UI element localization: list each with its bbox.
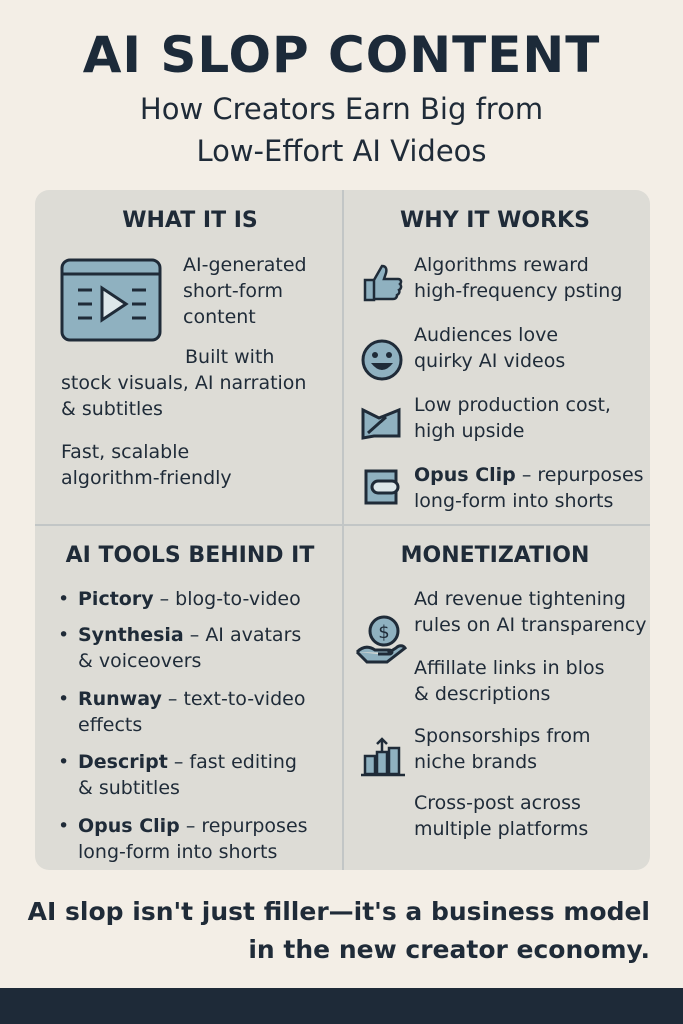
why-heading: WHY IT WORKS: [400, 208, 590, 233]
video-player-icon: [60, 258, 162, 342]
tool-item: Synthesia – AI avatars & voiceovers: [58, 622, 302, 674]
footer-bar: [0, 988, 683, 1024]
why-item: Low production cost, high upside: [414, 394, 611, 442]
tool-desc: – AI avatars: [183, 624, 302, 646]
what-item: AI-generated short-form content: [183, 254, 307, 328]
what-item: stock visuals, AI narration & subtitles: [61, 372, 307, 420]
tool-name: Synthesia: [78, 624, 184, 646]
tool-desc: – repurposes: [179, 815, 308, 837]
what-heading: WHAT IT IS: [122, 208, 258, 233]
tool-name: Opus Clip: [414, 464, 516, 486]
ticket-icon: [361, 407, 401, 440]
tool-name: Opus Clip: [78, 815, 180, 837]
tool-desc: & voiceovers: [78, 650, 202, 672]
monetization-item: Ad revenue tightening rules on AI transp…: [414, 588, 647, 636]
tool-desc: – text-to-video: [161, 688, 306, 710]
tool-item: Pictory – blog-to-video: [58, 586, 301, 612]
subtitle-line-1: How Creators Earn Big from: [139, 92, 544, 126]
tool-name: Runway: [78, 688, 162, 710]
monetization-item: Sponsorships from niche brands: [414, 725, 591, 773]
tool-name: Descript: [78, 751, 168, 773]
closing-line: in the new creator economy.: [248, 935, 650, 964]
smiley-icon: [361, 339, 403, 381]
what-item: Fast, scalable algorithm-friendly: [61, 441, 232, 489]
what-item: Built with: [185, 346, 275, 368]
monetization-item: Cross-post across multiple platforms: [414, 792, 589, 840]
tool-desc: – repurposes: [515, 464, 644, 486]
vertical-divider: [342, 190, 344, 870]
bar-chart-icon: [361, 737, 405, 777]
svg-text:$: $: [378, 622, 389, 643]
page-title: AI SLOP CONTENT: [82, 26, 601, 84]
why-item: Algorithms reward high-frequency psting: [414, 254, 623, 302]
clip-icon: [364, 469, 400, 505]
tool-item: Runway – text-to-video effects: [58, 686, 306, 738]
monetization-heading: MONETIZATION: [400, 543, 590, 568]
tool-desc: long-form into shorts: [78, 841, 278, 863]
subtitle-line-2: Low-Effort AI Videos: [196, 134, 487, 168]
why-item: Audiences love quirky AI videos: [414, 324, 566, 372]
tool-name: Pictory: [78, 588, 154, 610]
closing-line: AI slop isn't just filler—it's a busines…: [27, 897, 650, 926]
horizontal-divider: [35, 524, 650, 526]
tool-item: Descript – fast editing & subtitles: [58, 749, 297, 801]
tool-desc: – blog-to-video: [153, 588, 301, 610]
money-hand-icon: $: [355, 615, 408, 664]
monetization-item: Affillate links in blos & descriptions: [414, 657, 605, 705]
tool-desc: & subtitles: [78, 777, 180, 799]
why-item: Opus Clip – repurposes long-form into sho…: [414, 462, 644, 514]
tools-heading: AI TOOLS BEHIND IT: [65, 543, 315, 568]
tool-desc: effects: [78, 714, 143, 736]
closing-statement: AI slop isn't just filler—it's a busines…: [10, 893, 650, 969]
thumbs-up-icon: [363, 264, 403, 302]
tool-item: Opus Clip – repurposes long-form into sho…: [58, 813, 308, 865]
tool-desc: – fast editing: [167, 751, 297, 773]
tool-desc: long-form into shorts: [414, 490, 614, 512]
